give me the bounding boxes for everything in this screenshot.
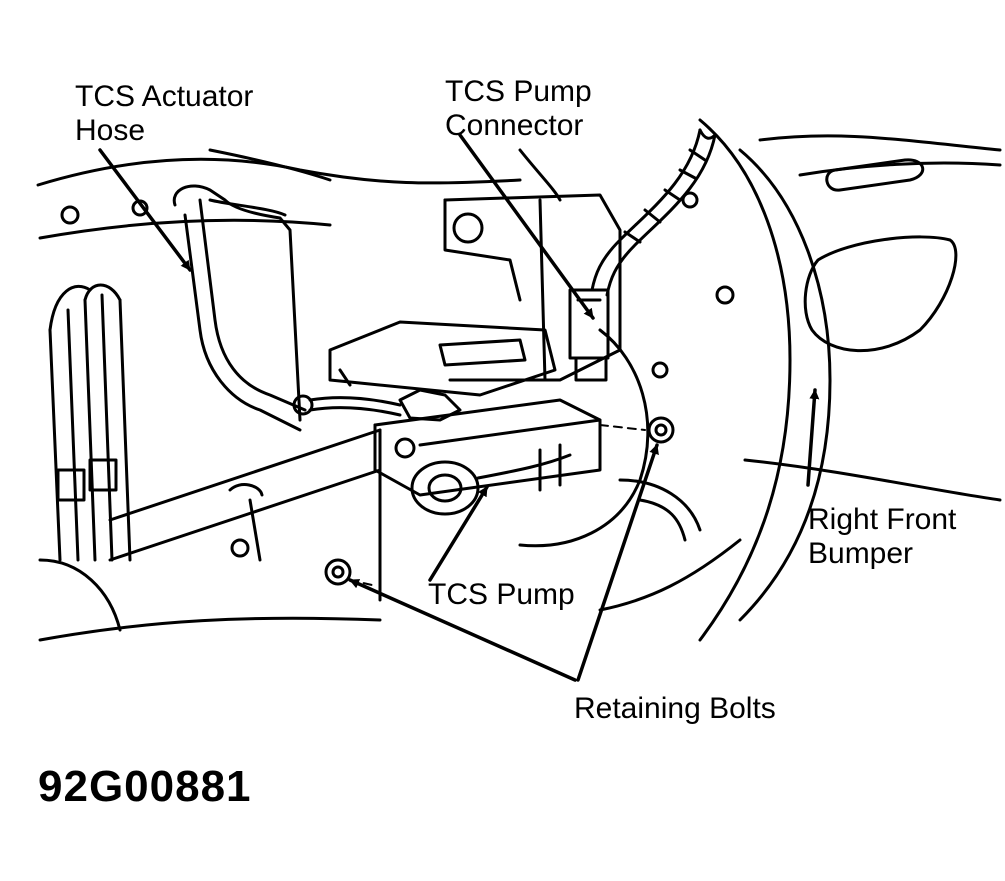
label-line: Right Front (808, 503, 957, 536)
frame-rail (108, 428, 382, 602)
leader-pump (428, 485, 489, 582)
label-line: TCS Actuator (75, 80, 254, 113)
leader-actuator-hose (98, 148, 192, 272)
actuator-hose (172, 184, 307, 432)
callout-leaders (98, 133, 820, 682)
label-tcs-actuator-hose: TCS Actuator Hose (75, 80, 253, 148)
wheel-well (518, 328, 702, 548)
pump-bracket (328, 193, 622, 397)
fittings (60, 191, 735, 558)
label-line: Connector (445, 109, 584, 142)
pump-connector (568, 128, 717, 382)
label-line: TCS Pump (445, 75, 592, 108)
label-tcs-pump: TCS Pump (428, 578, 575, 611)
label-right-front-bumper: Right Front Bumper (808, 503, 956, 571)
retaining-bolts (324, 416, 675, 586)
label-retaining-bolts: Retaining Bolts (574, 692, 776, 725)
label-tcs-pump-connector: TCS Pump Connector (445, 75, 592, 143)
side-marker-lamp (803, 158, 958, 353)
retaining-bolt-right (647, 416, 675, 444)
leader-pump-connector (458, 133, 595, 320)
label-line: Hose (75, 114, 146, 147)
retaining-bolt-left (324, 558, 352, 586)
tcs-pump (292, 368, 602, 516)
fender-panel (36, 118, 1002, 642)
brake-lines (38, 283, 132, 632)
label-line: Bumper (808, 537, 914, 570)
leader-bumper (806, 388, 820, 487)
figure-id: 92G00881 (38, 762, 252, 811)
leader-bolt-right (576, 443, 659, 682)
leader-bolt-left (348, 578, 577, 682)
